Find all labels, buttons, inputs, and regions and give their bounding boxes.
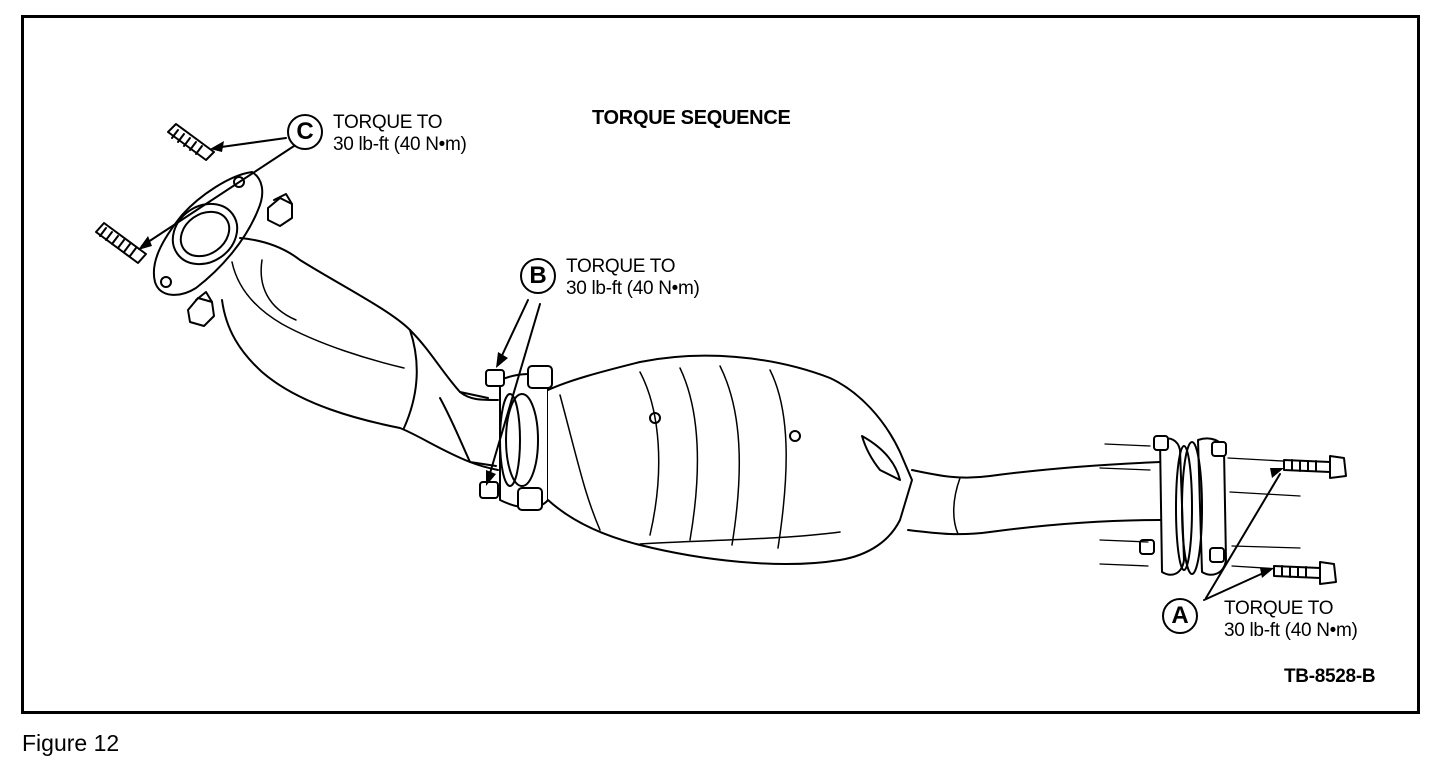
- bolt-a-upper: [1283, 455, 1347, 479]
- callout-a-label-line1: TORQUE TO: [1224, 598, 1334, 619]
- outlet-pipe: [907, 461, 1161, 536]
- rear-flange: [1139, 435, 1227, 576]
- callout-c-marker: C: [287, 114, 323, 150]
- callout-a-marker: A: [1162, 598, 1198, 634]
- bolt-a-lower: [1273, 561, 1337, 585]
- figure-code: TB-8528-B: [1284, 666, 1376, 687]
- callout-c-label-line1: TORQUE TO: [333, 112, 443, 133]
- callout-b-marker: B: [520, 258, 556, 294]
- leader-arrowheads: [138, 141, 1284, 578]
- front-flange: [152, 171, 264, 296]
- front-converter: [221, 237, 497, 467]
- front-flange-nut-lower: [187, 291, 215, 327]
- callout-b-label-line1: TORQUE TO: [566, 256, 676, 277]
- diagram-title: TORQUE SEQUENCE: [592, 107, 791, 129]
- leader-lines: [141, 137, 1281, 601]
- figure-caption: Figure 12: [22, 730, 120, 756]
- stud-c-lower: [95, 222, 147, 264]
- callout-a-label-line2: 30 lb-ft (40 N•m): [1224, 620, 1358, 641]
- stud-c-upper: [167, 123, 215, 161]
- intermediate-pipe: [459, 391, 499, 471]
- front-flange-nut-upper: [267, 193, 293, 227]
- callout-c-label-line2: 30 lb-ft (40 N•m): [333, 134, 467, 155]
- callout-b-label-line2: 30 lb-ft (40 N•m): [566, 278, 700, 299]
- rear-converter: [547, 354, 913, 566]
- figure-frame: [21, 15, 1420, 714]
